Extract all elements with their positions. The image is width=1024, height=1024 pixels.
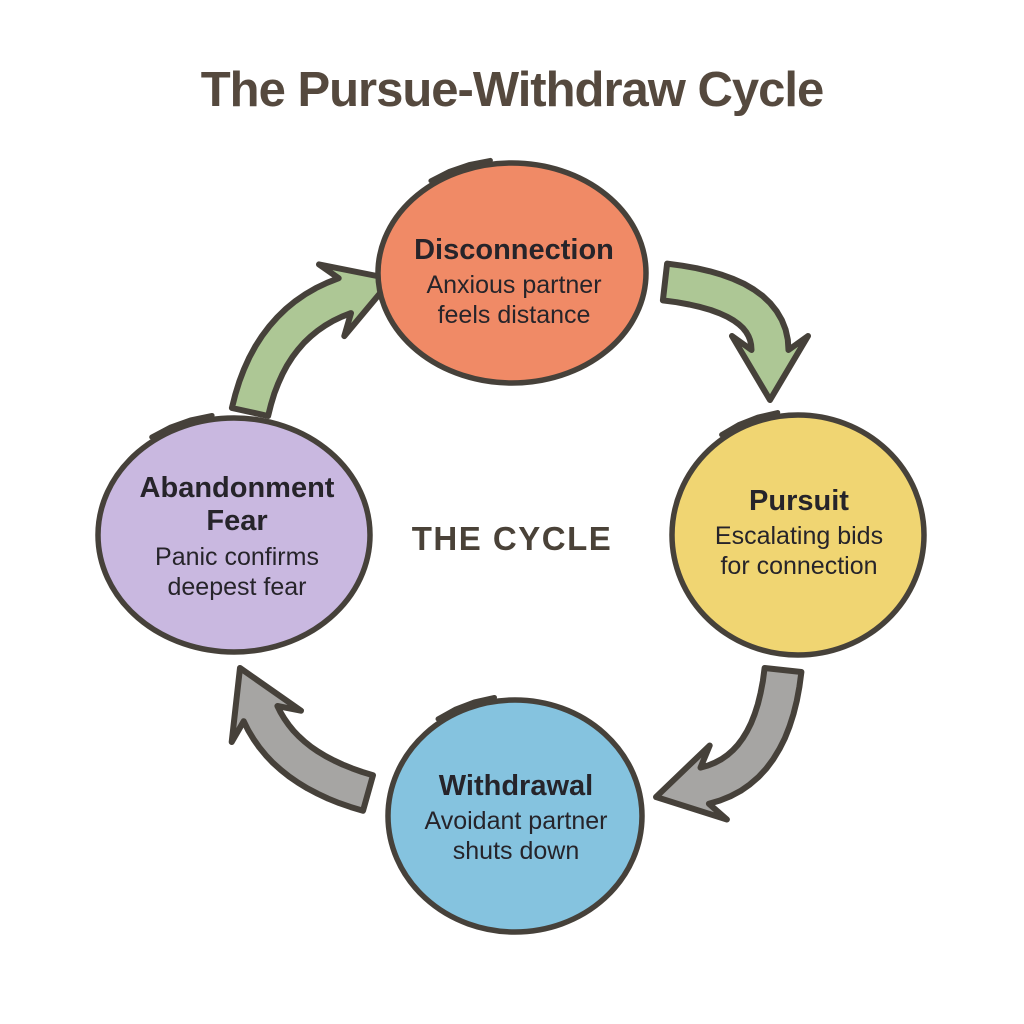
node-withdrawal-title: Withdrawal (438, 770, 594, 802)
page-title: The Pursue-Withdraw Cycle (200, 63, 825, 117)
node-disconnection-subtitle-line1: Anxious partner (426, 271, 602, 300)
node-abandonment-fear: Abandonment Fear Panic confirms deepest … (105, 472, 369, 602)
node-withdrawal-subtitle-line2: shuts down (452, 837, 580, 866)
circle-disconnection (375, 160, 649, 386)
node-abandonment-fear-subtitle-line2: deepest fear (167, 572, 307, 601)
circle-withdrawal (385, 697, 645, 935)
node-pursuit: Pursuit Escalating bids for connection (659, 485, 939, 581)
node-disconnection-subtitle-line2: feels distance (437, 301, 591, 330)
center-label: THE CYCLE (411, 520, 613, 557)
pen-tick-pursuit (719, 410, 781, 438)
node-withdrawal: Withdrawal Avoidant partner shuts down (376, 770, 656, 866)
node-disconnection-title: Disconnection (414, 234, 614, 266)
pen-tick-disconnection (428, 157, 493, 184)
arrow-disconnection-to-pursuit (659, 260, 811, 403)
node-pursuit-subtitle-line1: Escalating bids (714, 522, 884, 551)
node-abandonment-fear-title: Abandonment Fear (139, 472, 335, 538)
arrow-withdrawal-to-abandonment-fear (228, 665, 376, 814)
arrow-pursuit-to-withdrawal (653, 665, 805, 823)
arrow-abandonment-fear-to-disconnection (228, 261, 395, 419)
node-pursuit-subtitle-line2: for connection (720, 552, 878, 581)
pen-tick-withdrawal (435, 695, 497, 722)
node-withdrawal-subtitle-line1: Avoidant partner (424, 807, 608, 836)
node-pursuit-title: Pursuit (749, 485, 849, 517)
circle-abandonment-fear (95, 415, 373, 655)
node-abandonment-fear-subtitle-line1: Panic confirms (155, 542, 319, 571)
pen-tick-abandonment-fear (149, 413, 215, 440)
circle-pursuit (669, 412, 927, 658)
node-disconnection: Disconnection Anxious partner feels dist… (374, 234, 654, 330)
